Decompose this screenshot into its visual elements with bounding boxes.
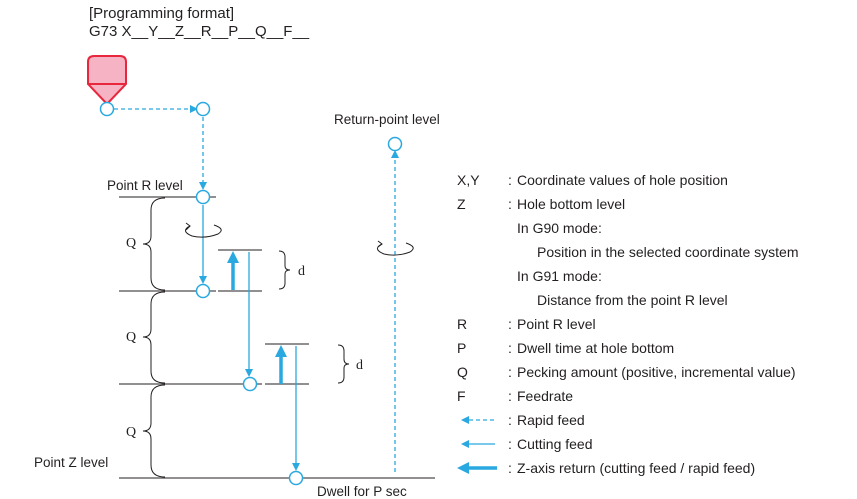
d-brace-1 [278, 250, 291, 290]
legend-colon: : [508, 412, 512, 428]
legend-text: Position in the selected coordinate syst… [537, 244, 799, 260]
legend-colon: : [508, 388, 512, 404]
rapid-feed-arrow-icon [461, 416, 495, 424]
q-brace-3 [142, 384, 166, 478]
return-point-level-label: Return-point level [334, 112, 440, 127]
legend-colon: : [508, 364, 512, 380]
spindle-rotation-icon [185, 222, 222, 238]
legend-colon: : [508, 436, 512, 452]
legend-key: Q [457, 364, 468, 380]
z-axis-return-arrow-icon [457, 462, 497, 474]
point-r-marker [195, 189, 211, 205]
peck-2-marker [242, 376, 258, 392]
legend-key: X,Y [457, 172, 480, 188]
legend-colon: : [508, 460, 512, 476]
d-label-2: d [356, 358, 363, 373]
legend-text: Z-axis return (cutting feed / rapid feed… [517, 460, 756, 476]
format-title: [Programming format] [89, 5, 235, 22]
cutting-feed-arrow-icon [461, 440, 495, 448]
legend-text: Coordinate values of hole position [517, 172, 728, 188]
format-syntax: G73 X__Y__Z__R__P__Q__F__ [89, 23, 310, 40]
peck-1-marker [195, 283, 211, 299]
legend-key: R [457, 316, 468, 332]
legend-text: Hole bottom level [517, 196, 626, 212]
spindle-rotation-icon [377, 240, 414, 256]
legend-colon: : [508, 196, 512, 212]
q-label-3: Q [126, 425, 136, 440]
legend-text: Rapid feed [517, 412, 585, 428]
return-point-marker [387, 136, 403, 152]
point-z-level-label: Point Z level [34, 455, 108, 470]
legend-text: Pecking amount (positive, incremental va… [517, 364, 796, 380]
legend-text: Dwell time at hole bottom [517, 340, 675, 356]
legend-text: In G91 mode: [517, 268, 602, 284]
legend-text: In G90 mode: [517, 220, 602, 236]
drill-tool-icon [87, 55, 127, 106]
initial-level-marker [195, 101, 211, 117]
legend-colon: : [508, 340, 512, 356]
q-label-2: Q [126, 330, 136, 345]
legend-text: Cutting feed [517, 436, 593, 452]
legend-text: Feedrate [517, 388, 574, 404]
start-position-marker [99, 101, 115, 117]
legend-colon: : [508, 316, 512, 332]
q-label-1: Q [126, 236, 136, 251]
dwell-label: Dwell for P sec [317, 484, 407, 499]
legend-text: Point R level [517, 316, 596, 332]
d-label-1: d [298, 264, 305, 279]
q-brace-1 [142, 197, 166, 291]
legend-key: F [457, 388, 466, 404]
legend-key: Z [457, 196, 466, 212]
point-z-marker [288, 470, 304, 486]
legend-colon: : [508, 172, 512, 188]
q-brace-2 [142, 291, 166, 384]
legend-text: Distance from the point R level [537, 292, 728, 308]
d-brace-2 [337, 344, 350, 384]
legend-key: P [457, 340, 467, 356]
point-r-level-label: Point R level [107, 178, 183, 193]
